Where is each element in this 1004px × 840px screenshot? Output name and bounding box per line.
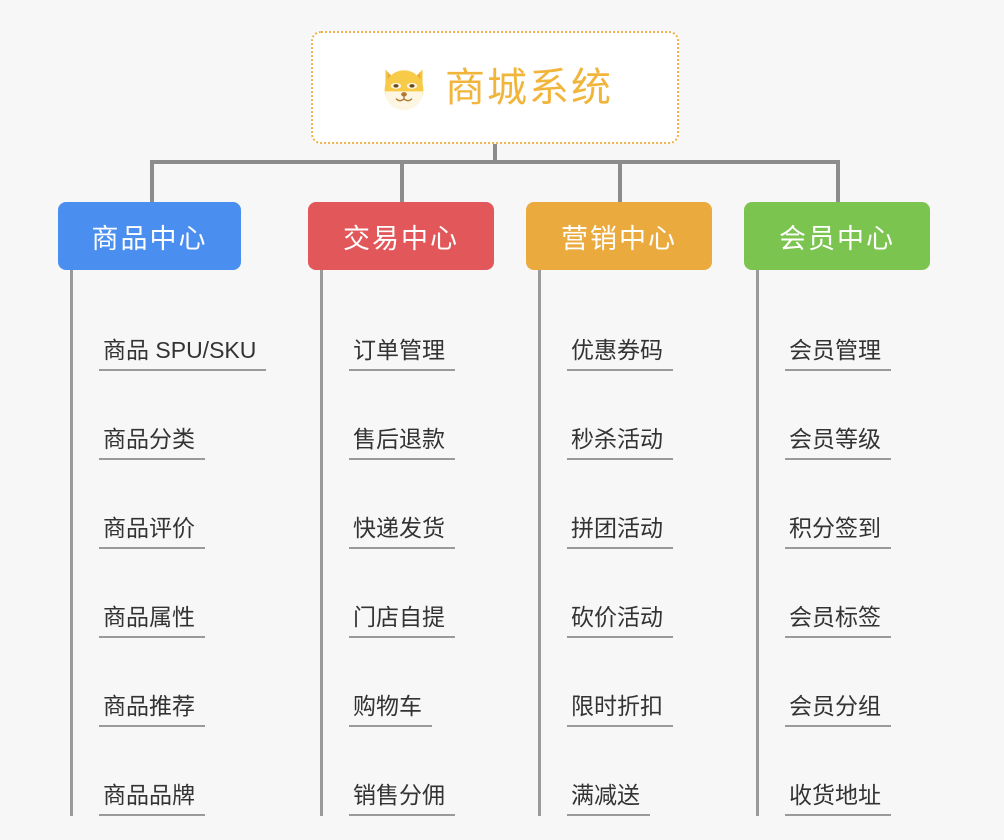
category-title-3: 营销中心 (561, 223, 677, 254)
list-item[interactable]: 优惠券码 (541, 282, 751, 371)
item-label: 砍价活动 (567, 604, 673, 638)
category-box-3[interactable]: 营销中心 (526, 202, 712, 270)
list-item[interactable]: 会员标签 (759, 549, 969, 638)
shiba-dog-face-icon (377, 61, 431, 115)
connector-drop-3 (618, 160, 622, 202)
list-item[interactable]: 订单管理 (323, 282, 533, 371)
list-item[interactable]: 购物车 (323, 638, 533, 727)
item-label: 商品分类 (99, 426, 205, 460)
item-list-3: 优惠券码 秒杀活动 拼团活动 砍价活动 限时折扣 满减送 (538, 270, 751, 816)
item-label: 商品属性 (99, 604, 205, 638)
branch-column-4: 会员中心 会员管理 会员等级 积分签到 会员标签 会员分组 收货地址 (744, 202, 969, 816)
category-title-1: 商品中心 (91, 223, 208, 254)
item-label: 秒杀活动 (567, 426, 673, 460)
item-label: 会员管理 (785, 337, 891, 371)
connector-drop-2 (400, 160, 404, 202)
list-item[interactable]: 销售分佣 (323, 727, 533, 816)
category-box-1[interactable]: 商品中心 (58, 202, 241, 270)
item-label: 会员分组 (785, 693, 891, 727)
category-title-4: 会员中心 (779, 223, 895, 254)
list-item[interactable]: 会员管理 (759, 282, 969, 371)
list-item[interactable]: 积分签到 (759, 460, 969, 549)
list-item[interactable]: 商品评价 (73, 460, 296, 549)
item-label: 会员标签 (785, 604, 891, 638)
list-item[interactable]: 秒杀活动 (541, 371, 751, 460)
list-item[interactable]: 限时折扣 (541, 638, 751, 727)
list-item[interactable]: 砍价活动 (541, 549, 751, 638)
branch-column-3: 营销中心 优惠券码 秒杀活动 拼团活动 砍价活动 限时折扣 满减送 (526, 202, 751, 816)
category-box-2[interactable]: 交易中心 (308, 202, 494, 270)
connector-drop-1 (150, 160, 154, 202)
item-label: 收货地址 (785, 782, 891, 816)
item-list-1: 商品 SPU/SKU 商品分类 商品评价 商品属性 商品推荐 商品品牌 (70, 270, 296, 816)
item-list-4: 会员管理 会员等级 积分签到 会员标签 会员分组 收货地址 (756, 270, 969, 816)
branch-column-1: 商品中心 商品 SPU/SKU 商品分类 商品评价 商品属性 商品推荐 商品品牌 (58, 202, 296, 816)
item-label: 商品品牌 (99, 782, 205, 816)
list-item[interactable]: 会员分组 (759, 638, 969, 727)
branch-column-2: 交易中心 订单管理 售后退款 快递发货 门店自提 购物车 销售分佣 (308, 202, 533, 816)
connector-bus-horizontal (150, 160, 838, 164)
item-label: 商品推荐 (99, 693, 205, 727)
connector-drop-4 (836, 160, 840, 202)
item-label: 积分签到 (785, 515, 891, 549)
list-item[interactable]: 会员等级 (759, 371, 969, 460)
list-item[interactable]: 满减送 (541, 727, 751, 816)
list-item[interactable]: 商品分类 (73, 371, 296, 460)
category-title-2: 交易中心 (343, 223, 459, 254)
root-node[interactable]: 商城系统 (311, 31, 679, 144)
connector-stem-vertical (493, 144, 497, 164)
item-label: 满减送 (567, 782, 650, 816)
item-label: 会员等级 (785, 426, 891, 460)
item-label: 售后退款 (349, 426, 455, 460)
list-item[interactable]: 拼团活动 (541, 460, 751, 549)
item-label: 优惠券码 (567, 337, 673, 371)
item-label: 快递发货 (349, 515, 455, 549)
item-label: 订单管理 (349, 337, 455, 371)
list-item[interactable]: 快递发货 (323, 460, 533, 549)
list-item[interactable]: 商品属性 (73, 549, 296, 638)
list-item[interactable]: 商品推荐 (73, 638, 296, 727)
category-box-4[interactable]: 会员中心 (744, 202, 930, 270)
item-label: 商品 SPU/SKU (99, 337, 267, 371)
item-label: 限时折扣 (567, 693, 673, 727)
item-label: 商品评价 (99, 515, 205, 549)
item-label: 销售分佣 (349, 782, 455, 816)
list-item[interactable]: 商品品牌 (73, 727, 296, 816)
list-item[interactable]: 商品 SPU/SKU (73, 282, 296, 371)
item-label: 购物车 (349, 693, 432, 727)
list-item[interactable]: 收货地址 (759, 727, 969, 816)
item-label: 拼团活动 (567, 515, 673, 549)
list-item[interactable]: 门店自提 (323, 549, 533, 638)
list-item[interactable]: 售后退款 (323, 371, 533, 460)
item-label: 门店自提 (349, 604, 455, 638)
root-title: 商城系统 (445, 65, 613, 110)
item-list-2: 订单管理 售后退款 快递发货 门店自提 购物车 销售分佣 (320, 270, 533, 816)
